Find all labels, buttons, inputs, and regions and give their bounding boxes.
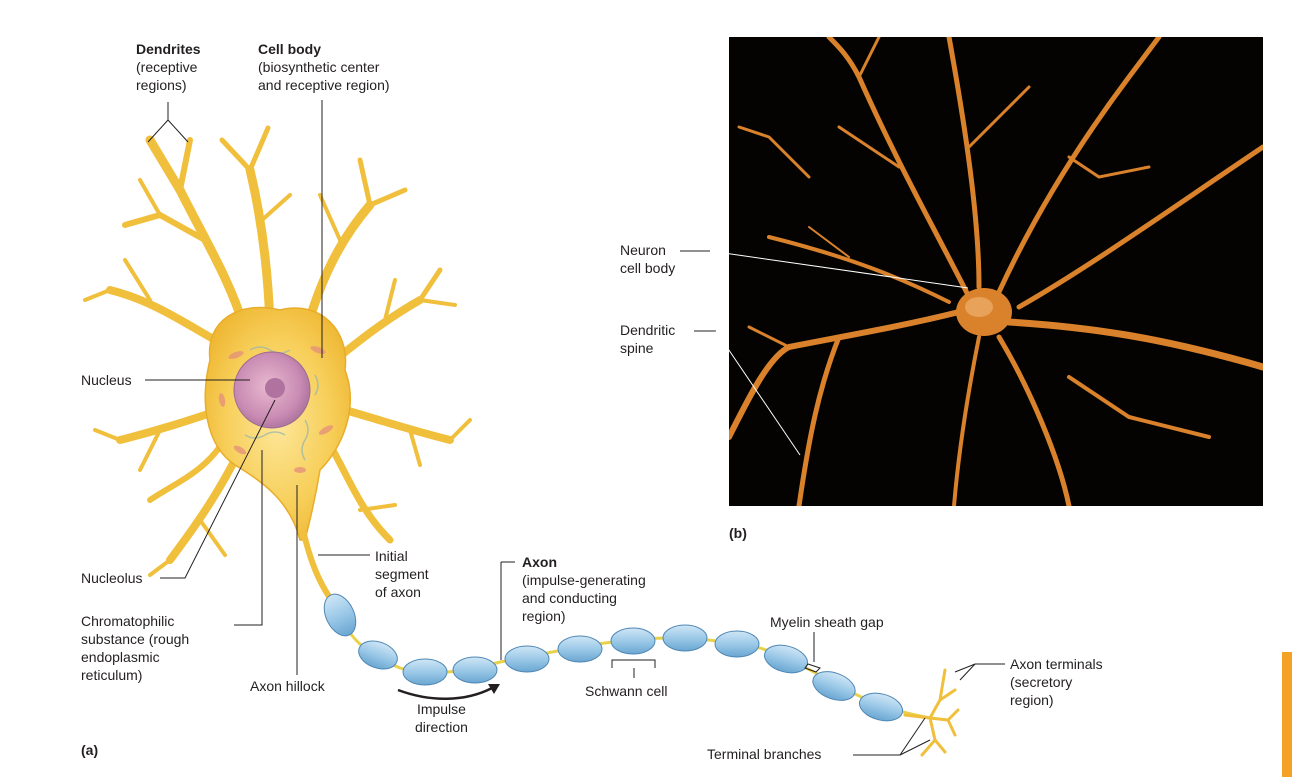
panel-label-b: (b) [729,525,747,541]
